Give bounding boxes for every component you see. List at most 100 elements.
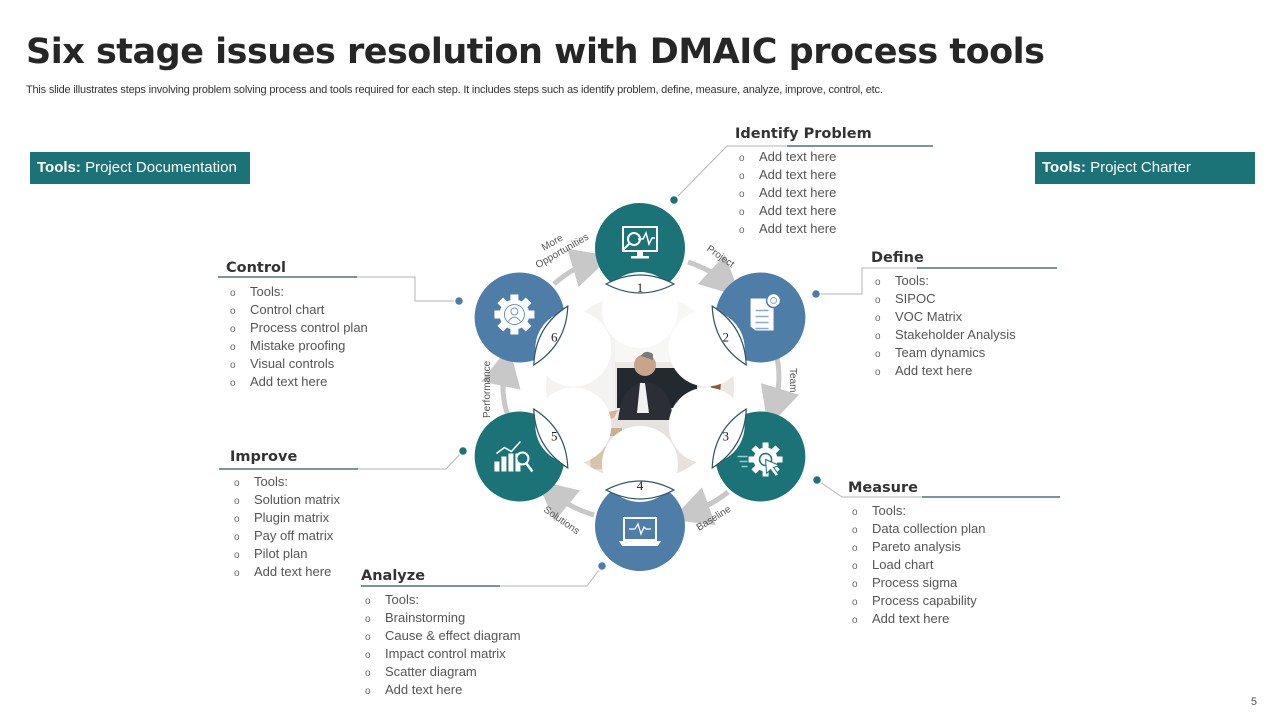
- bullet-icon: o: [365, 650, 371, 661]
- bullet-icon: o: [365, 596, 371, 607]
- bullet-icon: o: [852, 579, 858, 590]
- arrow-solutions: [536, 480, 595, 522]
- list-item: o Load chart: [842, 557, 1060, 575]
- arrow-project: [687, 254, 741, 297]
- page-number: 5: [1250, 696, 1257, 708]
- stage-number-badge: [711, 304, 747, 367]
- list-item-text: Pareto analysis: [872, 539, 961, 554]
- stage-heading: Identify Problem: [735, 126, 872, 142]
- stage-number: 2: [722, 330, 729, 345]
- bullet-icon: o: [852, 561, 858, 572]
- stage-circle-fill: [595, 481, 685, 571]
- list-item-text: Add text here: [895, 363, 973, 378]
- list-item-text: Add text here: [759, 149, 837, 164]
- list-item-text: Cause & effect diagram: [385, 628, 521, 643]
- bullet-icon: o: [230, 288, 236, 299]
- stage-number-badge: [533, 304, 569, 367]
- document-idea-icon: [750, 292, 782, 331]
- connector-dot: [811, 474, 823, 486]
- stage-circle-1: 1: [595, 194, 685, 348]
- tools-value: Project Charter: [1090, 159, 1191, 176]
- list-item-text: SIPOC: [895, 291, 936, 306]
- arrow-label-team: Team: [787, 368, 798, 392]
- stage-number: 1: [637, 280, 644, 295]
- list-item-text: Add text here: [254, 564, 332, 579]
- list-item-text: Tools:: [895, 273, 929, 288]
- list-item-text: Stakeholder Analysis: [895, 327, 1016, 342]
- list-item-text: Process control plan: [250, 320, 368, 335]
- list-item: o Add text here: [224, 564, 454, 582]
- bullet-icon: o: [875, 277, 881, 288]
- list-item: o SIPOC: [865, 291, 1057, 309]
- list-item: o Impact control matrix: [355, 646, 595, 664]
- list-item-text: Load chart: [872, 557, 934, 572]
- stage-notch: [602, 426, 678, 502]
- list-item-text: Add text here: [872, 611, 950, 626]
- cycle-arrows: [481, 248, 799, 525]
- bullet-icon: o: [234, 568, 240, 579]
- list-item-text: Process sigma: [872, 575, 958, 590]
- bullet-icon: o: [230, 324, 236, 335]
- tools-box-right: Tools: Project Charter: [1035, 152, 1255, 184]
- monitor-analytics-icon: [622, 226, 658, 259]
- list-item-text: Visual controls: [250, 356, 335, 371]
- bullet-icon: o: [234, 514, 240, 525]
- bullet-icon: o: [365, 686, 371, 697]
- list-item: o Solution matrix: [224, 492, 454, 510]
- stage-circle-2: 2: [668, 272, 822, 387]
- stage-circle-5: 5: [457, 387, 612, 502]
- list-item-text: Impact control matrix: [385, 646, 506, 661]
- list-item-text: Add text here: [759, 185, 837, 200]
- stage-number-badge: [604, 274, 676, 294]
- list-item-text: Add text here: [385, 682, 463, 697]
- tools-label: Tools:: [37, 159, 81, 176]
- list-item-text: Add text here: [759, 167, 837, 182]
- list-item-text: Add text here: [250, 374, 328, 389]
- list-item-text: Solution matrix: [254, 492, 340, 507]
- bullet-icon: o: [875, 295, 881, 306]
- list-item: o Tools:: [865, 273, 1057, 291]
- gear-cursor-icon: [737, 442, 783, 478]
- tools-label: Tools:: [1042, 159, 1086, 176]
- bullet-icon: o: [739, 153, 745, 164]
- list-item-text: Data collection plan: [872, 521, 986, 536]
- bullet-icon: o: [234, 496, 240, 507]
- bullet-icon: o: [852, 525, 858, 536]
- bullet-icon: o: [230, 378, 236, 389]
- stage-number: 4: [637, 478, 644, 493]
- list-item-text: Plugin matrix: [254, 510, 330, 525]
- slide-title: Six stage issues resolution with DMAIC p…: [26, 32, 1045, 72]
- bullet-icon: o: [234, 550, 240, 561]
- stage-heading: Control: [226, 260, 286, 276]
- list-item-text: Team dynamics: [895, 345, 986, 360]
- bullet-icon: o: [875, 331, 881, 342]
- bullet-icon: o: [230, 306, 236, 317]
- list-item: o Process sigma: [842, 575, 1060, 593]
- stage-notch: [602, 272, 678, 348]
